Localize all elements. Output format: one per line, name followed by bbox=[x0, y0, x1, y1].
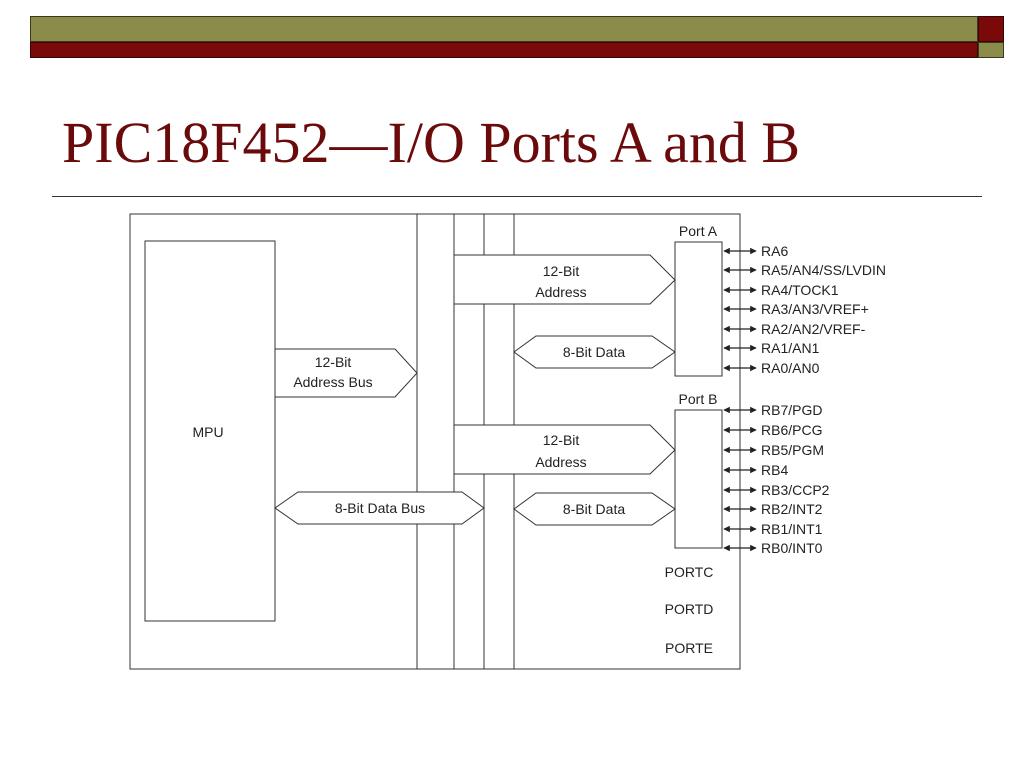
address-bus-label-line2: Address Bus bbox=[293, 374, 372, 390]
header-square-olive bbox=[978, 42, 1004, 58]
port-b-data-label: 8-Bit Data bbox=[563, 501, 625, 517]
mpu-box bbox=[144, 240, 276, 622]
port-a-address-arrow bbox=[453, 254, 676, 305]
pin-label-ra1: RA1/AN1 bbox=[761, 340, 820, 356]
port-b-box bbox=[674, 409, 723, 549]
data-bus-label: 8-Bit Data Bus bbox=[335, 500, 425, 516]
port-b-label: Port B bbox=[679, 391, 718, 407]
address-bus-label-line1: 12-Bit bbox=[315, 354, 352, 370]
pin-label-ra6: RA6 bbox=[761, 243, 788, 259]
pin-label-rb6: RB6/PCG bbox=[761, 422, 822, 438]
port-e-label: PORTE bbox=[665, 640, 713, 656]
port-b-address-label-line2: Address bbox=[535, 454, 586, 470]
pin-label-rb4: RB4 bbox=[761, 462, 788, 478]
port-c-label: PORTC bbox=[665, 564, 714, 580]
pin-label-ra3: RA3/AN3/VREF+ bbox=[761, 301, 869, 317]
pin-label-rb7: RB7/PGD bbox=[761, 402, 822, 418]
header-bar-olive bbox=[30, 16, 978, 42]
port-a-box bbox=[674, 241, 723, 377]
header-bar-maroon bbox=[30, 42, 978, 58]
pin-label-rb5: RB5/PGM bbox=[761, 442, 824, 458]
port-d-label: PORTD bbox=[665, 601, 714, 617]
port-b-data-arrow bbox=[513, 492, 676, 526]
port-b-address-arrow bbox=[453, 424, 676, 475]
port-a-address-label-line1: 12-Bit bbox=[543, 263, 580, 279]
port-b-address-label-line1: 12-Bit bbox=[543, 432, 580, 448]
slide-title: PIC18F452—I/O Ports A and B bbox=[62, 110, 800, 175]
port-a-address-label-line2: Address bbox=[535, 284, 586, 300]
port-a-data-arrow bbox=[513, 335, 676, 369]
header-square-maroon bbox=[978, 16, 1004, 42]
diagram-outer-box bbox=[129, 213, 741, 670]
pin-label-ra2: RA2/AN2/VREF- bbox=[761, 321, 866, 337]
pin-label-ra4: RA4/TOCK1 bbox=[761, 282, 839, 298]
port-b-pin-arrows bbox=[723, 406, 757, 552]
pin-label-rb1: RB1/INT1 bbox=[761, 521, 823, 537]
data-bus-arrow bbox=[274, 491, 485, 525]
pin-label-rb3: RB3/CCP2 bbox=[761, 482, 830, 498]
pin-label-ra0: RA0/AN0 bbox=[761, 360, 820, 376]
address-bus-arrow bbox=[274, 348, 418, 398]
port-a-label: Port A bbox=[679, 223, 718, 239]
port-a-data-label: 8-Bit Data bbox=[563, 344, 625, 360]
title-divider bbox=[52, 196, 982, 197]
pin-label-rb2: RB2/INT2 bbox=[761, 501, 823, 517]
port-a-pin-labels: RA6 RA5/AN4/SS/LVDIN RA4/TOCK1 RA3/AN3/V… bbox=[761, 243, 886, 376]
mpu-label: MPU bbox=[192, 424, 223, 440]
port-a-pin-arrows bbox=[723, 247, 757, 372]
pin-label-rb0: RB0/INT0 bbox=[761, 540, 823, 556]
port-b-pin-labels: RB7/PGD RB6/PCG RB5/PGM RB4 RB3/CCP2 RB2… bbox=[761, 402, 830, 556]
pin-label-ra5: RA5/AN4/SS/LVDIN bbox=[761, 262, 886, 278]
